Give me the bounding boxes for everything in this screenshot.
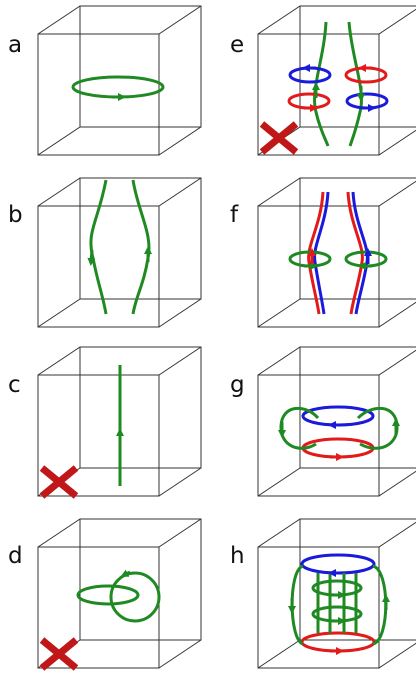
panel-d: d bbox=[8, 518, 202, 671]
red-ring-bottom bbox=[300, 631, 376, 653]
cross-mark-e bbox=[259, 121, 299, 155]
cross-mark-c bbox=[39, 465, 79, 499]
vortex-line-right bbox=[131, 179, 151, 315]
vortex-line-right bbox=[347, 21, 363, 147]
panel-g: g bbox=[230, 346, 416, 497]
cross-mark-d bbox=[39, 637, 79, 671]
vortex-ring bbox=[71, 75, 165, 99]
panel-label-e: e bbox=[230, 32, 244, 58]
panel-b: b bbox=[8, 177, 202, 328]
cube-b bbox=[37, 177, 202, 328]
panel-e: e bbox=[230, 5, 416, 156]
linked-ring-vertical bbox=[109, 571, 161, 623]
panel-label-a: a bbox=[8, 32, 22, 58]
cube-f bbox=[257, 177, 416, 328]
blue-line-left bbox=[313, 191, 330, 315]
red-ring-lower-left bbox=[287, 92, 331, 110]
red-ring-bottom bbox=[301, 437, 375, 459]
red-line-right bbox=[346, 191, 364, 315]
panel-label-h: h bbox=[230, 543, 245, 569]
blue-ring-lower-right bbox=[345, 92, 389, 110]
panel-f: f bbox=[230, 177, 416, 328]
blue-ring-upper-left bbox=[288, 66, 332, 84]
connecting-vortex-lines bbox=[316, 573, 358, 633]
panel-h: h bbox=[230, 518, 416, 669]
red-ring-upper-right bbox=[344, 66, 388, 84]
red-line-left bbox=[307, 191, 325, 315]
left-line-arrow bbox=[87, 249, 96, 266]
panel-label-d: d bbox=[8, 543, 23, 569]
green-ring-lower bbox=[311, 605, 363, 623]
green-outer-loop-left bbox=[290, 564, 304, 646]
blue-ring-top bbox=[300, 553, 376, 575]
panel-label-b: b bbox=[8, 202, 23, 228]
panel-c: c bbox=[8, 346, 202, 499]
green-ring-upper bbox=[311, 579, 363, 597]
cube-d bbox=[37, 518, 202, 669]
panel-label-c: c bbox=[8, 372, 21, 398]
cube-a bbox=[37, 5, 202, 156]
linked-ring-arrow bbox=[120, 569, 131, 577]
panel-label-f: f bbox=[230, 202, 239, 228]
vortex-line-left bbox=[89, 179, 108, 315]
panel-label-g: g bbox=[230, 372, 245, 398]
cube-h bbox=[257, 518, 416, 669]
panel-a: a bbox=[8, 5, 202, 156]
linked-ring-horizontal bbox=[76, 584, 140, 606]
